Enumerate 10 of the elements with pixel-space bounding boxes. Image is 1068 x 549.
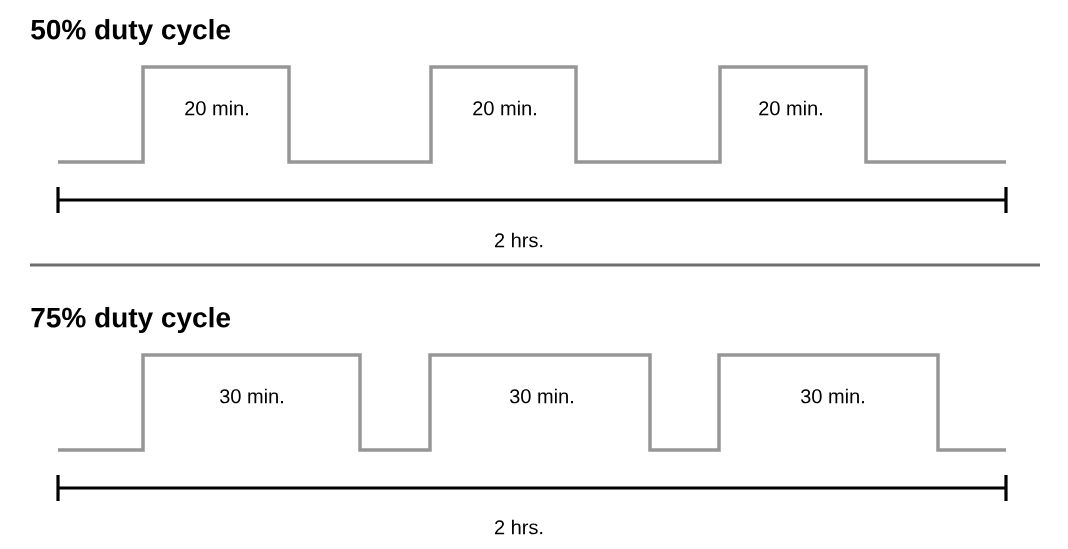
- duration-label: 30 min.: [219, 388, 283, 404]
- dimension-label: 2 hrs.: [495, 232, 543, 248]
- duration-label: 20 min.: [759, 100, 822, 116]
- section-heading: 75% duty cycle: [31, 306, 231, 334]
- duration-label: 20 min.: [185, 100, 248, 116]
- duration-label: 20 min.: [473, 100, 536, 116]
- duration-label: 30 min.: [509, 388, 573, 404]
- section-heading: 50% duty cycle: [31, 18, 231, 46]
- dimension-label: 2 hrs.: [495, 519, 543, 535]
- duration-label: 30 min.: [800, 388, 864, 404]
